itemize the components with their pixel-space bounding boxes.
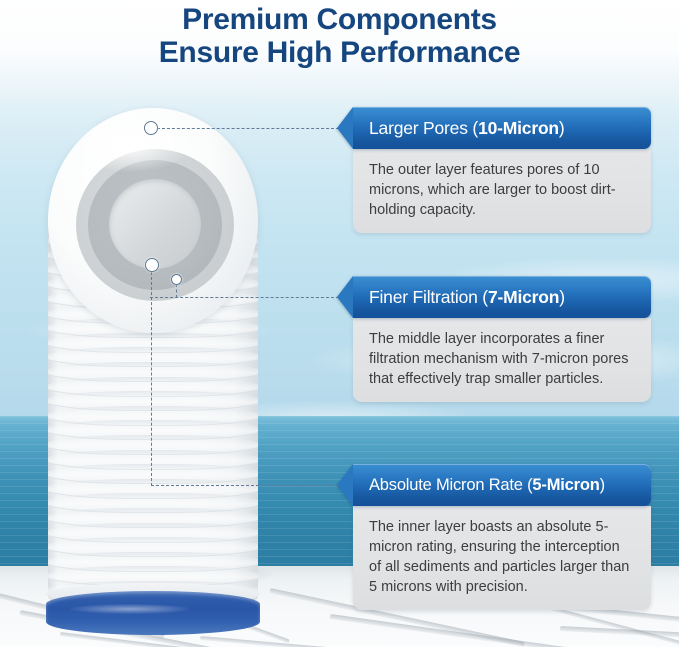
callout-arrow-icon [337,276,353,318]
callout-absolute-micron-rate-header[interactable]: Absolute Micron Rate (5-Micron) [337,464,651,506]
cartridge-blue-base-band [46,591,260,635]
callout-finer-filtration[interactable]: Finer Filtration (7-Micron) The middle l… [337,276,651,402]
leader-line-absolute-micron-vertical [151,272,152,486]
callout-title-bold: 10-Micron [478,118,559,138]
callout-arrow-icon [337,464,353,506]
callout-title-end: ) [599,476,606,494]
callout-finer-filtration-header[interactable]: Finer Filtration (7-Micron) [337,276,651,318]
callout-arrow-icon [337,107,353,149]
callout-title-bold: 5-Micron [532,476,600,494]
callout-finer-filtration-body: The middle layer incorporates a finer fi… [353,318,651,402]
callout-larger-pores-header[interactable]: Larger Pores (10-Micron) [337,107,651,149]
marker-dot-larger-pores [144,121,158,135]
marker-dot-absolute-micron [145,258,159,272]
cartridge-top-face [48,108,258,333]
base-band-highlight [70,604,190,614]
callout-title-end: ) [559,287,565,307]
leader-line-finer-filtration-vertical [176,284,177,298]
callout-larger-pores-title: Larger Pores (10-Micron) [369,118,565,138]
callout-absolute-micron-rate-body: The inner layer boasts an absolute 5-mic… [353,506,651,610]
marker-dot-finer-filtration [171,274,182,285]
leader-line-absolute-micron-horizontal [151,485,339,486]
leader-line-larger-pores [157,128,339,129]
callout-larger-pores[interactable]: Larger Pores (10-Micron) The outer layer… [337,107,651,233]
callout-absolute-micron-rate[interactable]: Absolute Micron Rate (5-Micron) The inne… [337,464,651,610]
callout-title-main: Larger Pores ( [369,118,479,138]
page-title-line1: Premium Components [182,3,497,36]
callout-title-end: ) [558,118,565,138]
page-title: Premium Components Ensure High Performan… [0,3,679,69]
callout-title-main: Absolute Micron Rate ( [369,476,533,494]
filter-cartridge-image [46,104,260,635]
deck-plank-line [199,636,400,647]
callout-larger-pores-body: The outer layer features pores of 10 mic… [353,149,651,233]
leader-line-finer-filtration-horizontal [150,297,339,298]
callout-absolute-micron-rate-title: Absolute Micron Rate (5-Micron) [369,475,605,495]
callout-title-bold: 7-Micron [487,287,560,307]
callout-title-main: Finer Filtration ( [369,287,488,307]
callout-finer-filtration-title: Finer Filtration (7-Micron) [369,287,565,307]
page-title-line2: Ensure High Performance [158,36,521,69]
inner-core-layer [109,179,201,269]
